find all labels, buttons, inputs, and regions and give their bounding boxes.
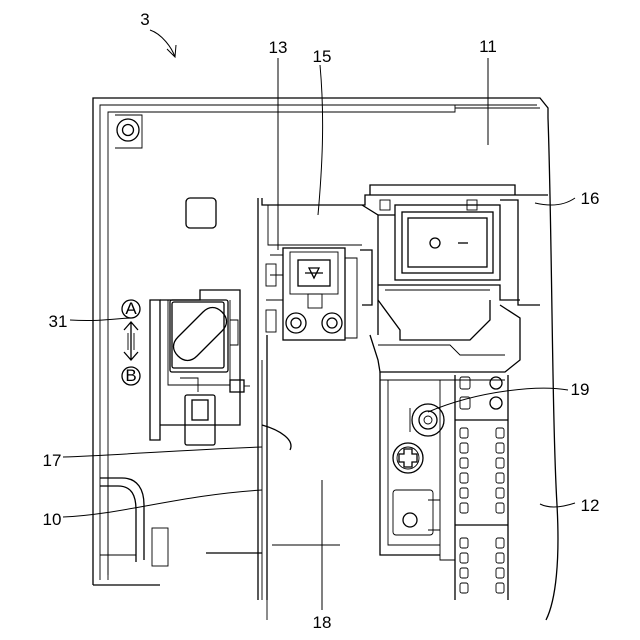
label-partition: 15 [313, 47, 332, 66]
terminal-row-middle [460, 428, 504, 513]
outer-housing [93, 98, 558, 620]
label-connector: 13 [269, 38, 288, 57]
label-base-plate: 10 [43, 510, 62, 529]
switch-housing [360, 200, 540, 380]
selector-mark-lower: B [125, 366, 136, 385]
screw [410, 404, 444, 436]
selector-indicator: A B [122, 299, 140, 385]
label-slot-edge: 17 [43, 451, 62, 470]
label-selector: 31 [49, 312, 68, 331]
reference-numerals: 3 11 13 15 16 31 19 17 10 12 18 [43, 10, 600, 632]
label-lower-panel: 18 [313, 613, 332, 632]
selector-mark-upper: A [125, 299, 137, 318]
label-device: 3 [140, 10, 149, 29]
mounting-hole [115, 115, 142, 148]
selector-switch [150, 290, 250, 445]
slot-edge [262, 425, 291, 450]
leader-lines [63, 30, 575, 610]
terminal-row-lower [460, 538, 504, 593]
label-terminal-block: 12 [581, 496, 600, 515]
phillips-screw [393, 443, 423, 473]
label-screw: 19 [571, 380, 590, 399]
label-cover: 11 [479, 37, 497, 56]
lower-panel [267, 372, 440, 620]
label-switch-housing: 16 [581, 189, 600, 208]
base-plate [100, 198, 267, 600]
connector [266, 248, 357, 340]
